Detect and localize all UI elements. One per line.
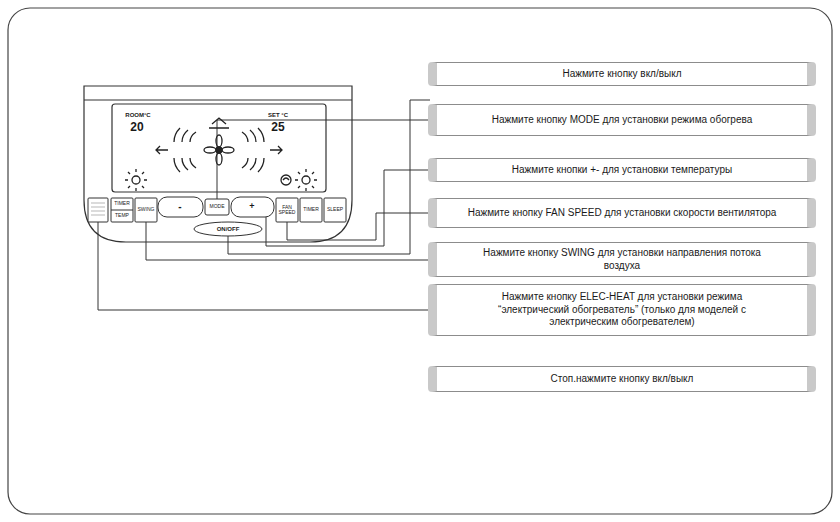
button-label: TEMP	[115, 213, 129, 218]
callout-box: Нажмите кнопку вкл/выкл	[428, 62, 816, 86]
button-label: MODE	[210, 204, 225, 209]
button-label: SLEEP	[327, 207, 343, 212]
callout-box: Нажмите кнопку FAN SPEED для установки с…	[428, 198, 816, 228]
instruction-text: Нажмите кнопку FAN SPEED для установки с…	[438, 204, 807, 223]
button-label: ON/OFF	[217, 226, 240, 232]
buttons	[88, 197, 346, 236]
display-readout: 25	[271, 121, 284, 134]
button-label: TIMER	[303, 207, 319, 212]
instruction-text: Нажмите кнопку вкл/выкл	[532, 65, 711, 84]
instruction-text: Стоп.нажмите кнопку вкл/выкл	[521, 370, 724, 389]
display-readout: ROOM°C	[125, 112, 150, 118]
button-label: -	[178, 202, 181, 213]
instruction-text: Нажмите кнопки +- для установки температ…	[482, 161, 762, 180]
controller-body	[84, 86, 352, 242]
callout-box: Нажмите кнопку ELEC-HEAT для установки р…	[428, 284, 816, 336]
display-readout: SET °C	[268, 112, 288, 118]
callout-box: Стоп.нажмите кнопку вкл/выкл	[428, 366, 816, 392]
button-label: SWING	[138, 207, 155, 212]
button-label: TIMER	[114, 201, 130, 206]
display-readout: 20	[130, 121, 143, 134]
instruction-text: Нажмите кнопку MODE для установки режима…	[462, 111, 782, 130]
leader-lines	[98, 100, 430, 310]
callout-box: Нажмите кнопку MODE для установки режима…	[428, 104, 816, 136]
button-label: +	[249, 202, 254, 211]
instruction-text: Нажмите кнопку SWING для установки напра…	[437, 244, 807, 275]
callout-box: Нажмите кнопки +- для установки температ…	[428, 158, 816, 182]
outer-frame	[8, 8, 832, 514]
button-label: FAN SPEED	[278, 205, 296, 216]
instruction-text: Нажмите кнопку ELEC-HEAT для установки р…	[437, 288, 807, 332]
callout-box: Нажмите кнопку SWING для установки напра…	[428, 242, 816, 277]
display-icons	[125, 118, 317, 191]
